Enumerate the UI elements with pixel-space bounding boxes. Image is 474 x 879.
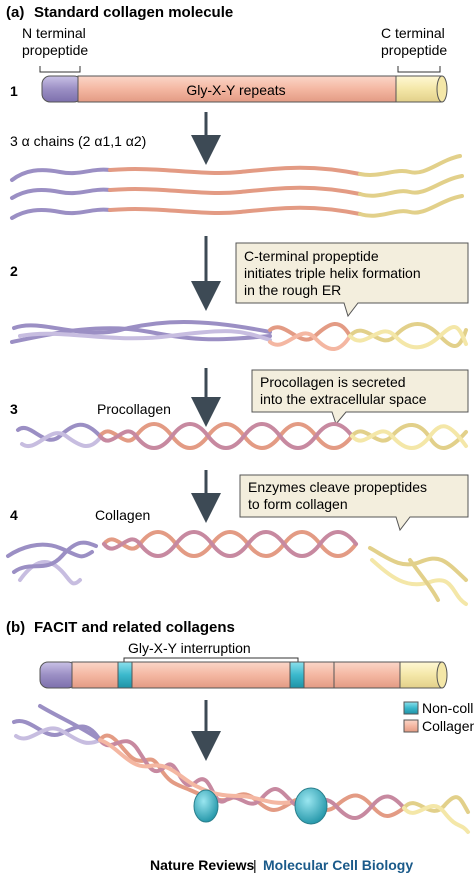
c-propeptide-segment	[395, 75, 443, 103]
cleaved-c-propeptides	[368, 546, 468, 606]
procollagen-helix	[16, 422, 468, 450]
collagen-label: Collagen	[95, 507, 150, 523]
callout-2-line1: C-terminal propeptide	[244, 248, 379, 264]
c-label-line1: C terminal	[381, 25, 445, 41]
collagen-molecule-bar	[41, 75, 448, 103]
c-bracket	[397, 66, 441, 73]
callout-4-line1: Enzymes cleave propeptides	[248, 479, 427, 495]
non-collagen-domain-1	[193, 789, 219, 823]
facit-collagen-4	[333, 661, 401, 689]
facit-c-segment	[399, 661, 443, 689]
callout-3: Procollagen is secreted into the extrace…	[251, 369, 469, 426]
step-1: 1	[10, 83, 18, 99]
facit-bar	[39, 661, 448, 689]
procollagen-label: Procollagen	[97, 401, 171, 417]
alpha-chain-1	[10, 154, 462, 182]
facit-collagen-3	[303, 661, 335, 689]
legend-swatch-collagen	[403, 719, 419, 733]
callout-4: Enzymes cleave propeptides to form colla…	[239, 474, 469, 532]
callout-3-line1: Procollagen is secreted	[260, 374, 406, 390]
panel-b-letter: (b)	[6, 619, 25, 636]
facit-n-segment	[39, 661, 77, 689]
n-label-line1: N terminal	[22, 25, 86, 41]
interruption-label: Gly-X-Y interruption	[128, 640, 251, 656]
cleaved-n-propeptides	[6, 540, 98, 586]
facit-interruption-2	[289, 661, 305, 689]
callout-4-line2: to form collagen	[248, 496, 348, 512]
step-4: 4	[10, 507, 18, 523]
legend-label-non-collagen: Non-collagen	[422, 700, 474, 716]
n-bracket	[39, 66, 81, 73]
gly-x-y-segment	[77, 75, 401, 103]
facit-helix	[12, 704, 470, 834]
n-propeptide-segment	[41, 75, 83, 103]
legend-swatch-non-collagen	[403, 701, 419, 715]
alpha-chain-3	[10, 194, 464, 220]
footer-journal: Nature Reviews	[150, 857, 254, 873]
facit-collagen-2	[131, 661, 291, 689]
step-3: 3	[10, 401, 18, 417]
c-label-line2: propeptide	[381, 42, 447, 58]
non-collagen-domain-2	[294, 787, 328, 825]
facit-interruption-1	[117, 661, 133, 689]
callout-2-line2: initiates triple helix formation	[244, 265, 421, 281]
mature-collagen-helix	[102, 530, 358, 558]
facit-collagen-1	[71, 661, 123, 689]
n-label-line2: propeptide	[22, 42, 88, 58]
legend-label-collagen: Collagen	[422, 718, 474, 734]
callout-2: C-terminal propeptide initiates triple h…	[235, 242, 469, 318]
callout-2-line3: in the rough ER	[244, 282, 341, 298]
panel-b-title: FACIT and related collagens	[34, 619, 235, 636]
footer-subject: Molecular Cell Biology	[263, 857, 413, 873]
step-2: 2	[10, 263, 18, 279]
bar-end-cap	[436, 75, 448, 103]
legend: Non-collagen Collagen	[403, 700, 474, 734]
callout-3-line2: into the extracellular space	[260, 391, 427, 407]
panel-a-title: Standard collagen molecule	[34, 4, 233, 21]
alpha-chain-2	[10, 174, 464, 200]
alpha-chains	[10, 154, 464, 220]
bar-label: Gly-X-Y repeats	[186, 82, 285, 98]
chains-label: 3 α chains (2 α1,1 α2)	[10, 133, 146, 149]
facit-end-cap	[436, 661, 448, 689]
panel-a-letter: (a)	[6, 4, 24, 21]
partial-triple-helix	[10, 320, 468, 351]
footer-separator: |	[253, 857, 257, 873]
